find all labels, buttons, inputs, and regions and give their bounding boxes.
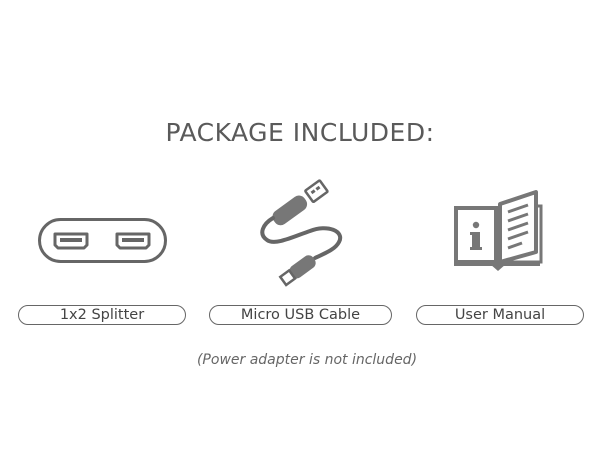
item-label-micro-usb-cable: Micro USB Cable [209,305,392,325]
hdmi-splitter-icon [38,218,168,264]
power-adapter-note: (Power adapter is not included) [196,352,418,368]
package-included-heading: PACKAGE INCLUDED: [165,118,435,147]
item-label-splitter: 1x2 Splitter [18,305,186,325]
micro-usb-cable-icon [255,176,350,288]
item-label-user-manual: User Manual [416,305,584,325]
user-manual-book-icon [452,188,544,276]
